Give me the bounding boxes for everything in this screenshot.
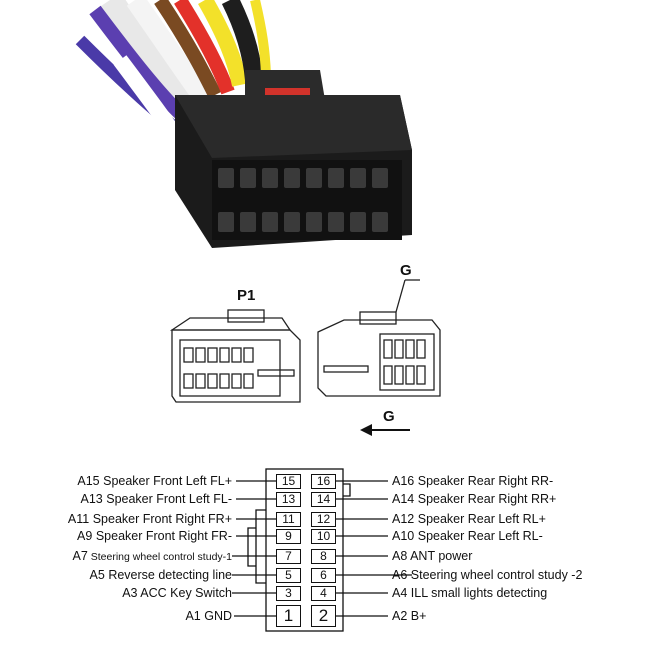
- pin-a14-desc: Speaker Rear Right RR+: [417, 492, 557, 506]
- pin-box-2: 2: [311, 605, 336, 627]
- pin-box-3: 3: [276, 586, 301, 601]
- pin-box-5: 5: [276, 568, 301, 583]
- pin-a16-id: A16: [392, 474, 415, 488]
- pin-a15-label: A15 Speaker Front Left FL+: [77, 474, 232, 488]
- connector-housing: [175, 70, 412, 248]
- pin-a1-label: A1 GND: [185, 609, 232, 623]
- pin-a4-desc: ILL small lights detecting: [410, 586, 548, 600]
- arrow-label-g: G: [383, 408, 395, 425]
- pin-a11-label: A11 Speaker Front Right FR+: [68, 512, 232, 526]
- pin-box-12: 12: [311, 512, 336, 527]
- pin-box-15: 15: [276, 474, 301, 489]
- harness-photo: [75, 0, 412, 248]
- pin-box-6: 6: [311, 568, 336, 583]
- pin-box-4: 4: [311, 586, 336, 601]
- pin-a8-id: A8: [392, 549, 408, 563]
- pin-a9-label: A9 Speaker Front Right FR-: [77, 529, 232, 543]
- pin-a8-label: A8 ANT power: [392, 549, 472, 563]
- guide-label-g: G: [400, 262, 412, 279]
- pin-a8-desc: ANT power: [410, 549, 473, 563]
- pin-a3-label: A3 ACC Key Switch: [122, 586, 232, 600]
- pin-a3-id: A3: [122, 586, 138, 600]
- connector-drawings: [169, 279, 441, 436]
- pin-a4-id: A4: [392, 586, 408, 600]
- p1-connector-drawing: [169, 309, 301, 403]
- pin-a9-id: A9: [77, 529, 93, 543]
- pin-a1-desc: GND: [204, 609, 232, 623]
- pin-a12-id: A12: [392, 512, 415, 526]
- pin-a3-desc: ACC Key Switch: [140, 586, 232, 600]
- back-connector-drawing: [317, 279, 441, 397]
- pin-box-8: 8: [311, 549, 336, 564]
- pin-a15-desc: Speaker Front Left FL+: [103, 474, 232, 488]
- pin-box-10: 10: [311, 529, 336, 544]
- pin-a13-desc: Speaker Front Left FL-: [106, 492, 232, 506]
- pin-a15-id: A15: [77, 474, 100, 488]
- pin-a5-label: A5 Reverse detecting line: [90, 568, 232, 582]
- pin-a12-label: A12 Speaker Rear Left RL+: [392, 512, 546, 526]
- pin-a2-label: A2 B+: [392, 609, 426, 623]
- pin-a14-id: A14: [392, 492, 415, 506]
- pin-a11-id: A11: [67, 512, 90, 526]
- pin-a7-label: A7 Steering wheel control study-1: [73, 549, 232, 564]
- pin-a9-desc: Speaker Front Right FR-: [95, 529, 232, 543]
- pin-a6-desc: Steering wheel control study -2: [410, 568, 583, 582]
- pin-a4-label: A4 ILL small lights detecting: [392, 586, 547, 600]
- pin-a13-label: A13 Speaker Front Left FL-: [81, 492, 233, 506]
- pin-a2-desc: B+: [410, 609, 427, 623]
- pin-a13-id: A13: [80, 492, 103, 506]
- pin-box-13: 13: [276, 492, 301, 507]
- pin-a16-desc: Speaker Rear Right RR-: [417, 474, 554, 488]
- pin-a1-id: A1: [185, 609, 201, 623]
- direction-arrow: [360, 424, 410, 436]
- pin-a10-label: A10 Speaker Rear Left RL-: [392, 529, 543, 543]
- pin-a11-desc: Speaker Front Right FR+: [92, 512, 232, 526]
- pin-a7-desc: Steering wheel control study-1: [90, 551, 232, 563]
- pin-a2-id: A2: [392, 609, 408, 623]
- pin-box-1: 1: [276, 605, 301, 627]
- pin-box-9: 9: [276, 529, 301, 544]
- pin-a16-label: A16 Speaker Rear Right RR-: [392, 474, 553, 488]
- pin-a5-desc: Reverse detecting line: [108, 568, 232, 582]
- connector-label-p1: P1: [237, 287, 256, 304]
- pin-box-16: 16: [311, 474, 336, 489]
- pin-box-14: 14: [311, 492, 336, 507]
- pin-a14-label: A14 Speaker Rear Right RR+: [392, 492, 556, 506]
- pin-a12-desc: Speaker Rear Left RL+: [417, 512, 546, 526]
- connector-outline: [265, 468, 344, 632]
- pin-a5-id: A5: [89, 568, 105, 582]
- pin-a7-id: A7: [72, 549, 88, 563]
- pin-box-11: 11: [276, 512, 301, 527]
- pin-a10-id: A10: [392, 529, 415, 543]
- pin-a10-desc: Speaker Rear Left RL-: [417, 529, 543, 543]
- pin-box-7: 7: [276, 549, 301, 564]
